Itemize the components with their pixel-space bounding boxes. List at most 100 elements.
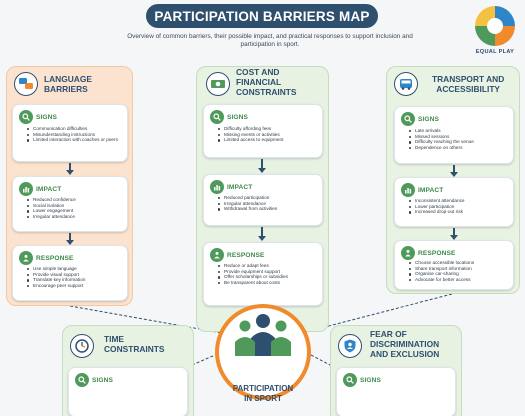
- list-item: Reduced confidence: [27, 197, 123, 203]
- equal-play-logo: [474, 5, 516, 47]
- title-line: COST AND: [236, 67, 280, 77]
- cost-response-card: RESPONSE Reduce or adapt fees Provide eq…: [203, 242, 323, 306]
- language-response-card: RESPONSE Use simple language Provide vis…: [12, 245, 128, 301]
- list-item: Limited interaction with coaches or peer…: [27, 137, 123, 143]
- list-item: Increased drop-out risk: [409, 209, 509, 215]
- title-line: TRANSPORT AND: [432, 74, 505, 84]
- people-icon: [19, 251, 33, 265]
- bus-icon: [394, 72, 418, 96]
- list-item: Lower engagement: [27, 208, 123, 214]
- list-item: Late arrivals: [409, 128, 509, 134]
- center-label-line: IN SPORT: [244, 394, 282, 403]
- language-signs-card: SIGNS Communication difficulties Misunde…: [12, 104, 128, 162]
- impact-label: IMPACT: [36, 185, 62, 193]
- arrow-down-icon: [258, 227, 266, 241]
- title-line: AND EXCLUSION: [370, 349, 440, 359]
- list-item: Communication difficulties: [27, 126, 123, 132]
- signs-label: SIGNS: [418, 115, 440, 123]
- list-item: Provide equipment support: [218, 269, 318, 275]
- response-label: RESPONSE: [227, 251, 265, 259]
- title-line: ACCESSIBILITY: [436, 84, 501, 94]
- arrow-down-icon: [66, 163, 74, 175]
- search-icon: [210, 110, 224, 124]
- list-item: Withdrawal from activities: [218, 206, 318, 212]
- title-line: CONSTRAINTS: [104, 344, 165, 354]
- arrow-down-icon: [258, 159, 266, 173]
- bar-chart-icon: [210, 180, 224, 194]
- language-response-list: Use simple language Provide visual suppo…: [27, 266, 123, 289]
- search-icon: [401, 112, 415, 126]
- search-icon: [19, 110, 33, 124]
- money-icon: [206, 72, 230, 96]
- list-item: Inconsistent attendance: [409, 198, 509, 204]
- response-label: RESPONSE: [418, 249, 456, 257]
- cost-signs-card: SIGNS Difficulty affording fees Missing …: [203, 104, 323, 158]
- transport-signs-list: Late arrivals Missed sessions Difficulty…: [409, 128, 509, 151]
- impact-label: IMPACT: [227, 183, 253, 191]
- center-label-line: PARTICIPATION: [232, 384, 294, 393]
- bar-chart-icon: [401, 183, 415, 197]
- impact-label: IMPACT: [418, 186, 444, 194]
- language-impact-list: Reduced confidence Social isolation Lowe…: [27, 197, 123, 220]
- page-subtitle: Overview of common barriers, their possi…: [127, 33, 413, 48]
- language-barriers-title: LANGUAGE BARRIERS: [44, 74, 92, 94]
- transport-barriers-title: TRANSPORT AND ACCESSIBILITY: [432, 74, 504, 94]
- shield-people-icon: [338, 334, 362, 358]
- list-item: Difficulty affording fees: [218, 126, 318, 132]
- arrow-down-icon: [66, 233, 74, 245]
- list-item: Limited access to equipment: [218, 137, 318, 143]
- list-item: Missing events or activities: [218, 132, 318, 138]
- list-item: Reduce or adapt fees: [218, 263, 318, 269]
- list-item: Advocate for better access: [409, 277, 509, 283]
- arrow-down-icon: [450, 228, 458, 240]
- team-people-icon: [235, 314, 291, 356]
- signs-label: SIGNS: [360, 376, 382, 384]
- cost-impact-list: Reduced participation Irregular attendan…: [218, 195, 318, 212]
- search-icon: [75, 373, 89, 387]
- list-item: Translate key information: [27, 277, 123, 283]
- cost-impact-card: IMPACT Reduced participation Irregular a…: [203, 174, 323, 226]
- list-item: Social isolation: [27, 203, 123, 209]
- cost-barriers-title: COST AND FINANCIAL CONSTRAINTS: [236, 67, 297, 97]
- center-label: PARTICIPATION IN SPORT: [222, 384, 304, 404]
- time-signs-card: SIGNS: [68, 367, 188, 416]
- list-item: Reduced participation: [218, 195, 318, 201]
- list-item: Irregular attendance: [27, 214, 123, 220]
- language-signs-list: Communication difficulties Misunderstand…: [27, 126, 123, 143]
- arrow-down-icon: [450, 165, 458, 177]
- list-item: Be transparent about costs: [218, 280, 318, 286]
- list-item: Offer scholarships or subsidies: [218, 274, 318, 280]
- title-line: BARRIERS: [44, 84, 88, 94]
- logo-text: EQUAL PLAY: [475, 49, 515, 55]
- page-title: PARTICIPATION BARRIERS MAP: [146, 4, 378, 28]
- signs-label: SIGNS: [227, 113, 249, 121]
- transport-impact-list: Inconsistent attendance Lower participat…: [409, 198, 509, 215]
- title-line: LANGUAGE: [44, 74, 92, 84]
- transport-signs-card: SIGNS Late arrivals Missed sessions Diff…: [394, 106, 514, 164]
- cost-signs-list: Difficulty affording fees Missing events…: [218, 126, 318, 143]
- title-line: TIME: [104, 334, 125, 344]
- fear-signs-card: SIGNS: [336, 367, 456, 416]
- time-constraints-title: TIME CONSTRAINTS: [104, 334, 165, 354]
- title-line: FEAR OF: [370, 329, 407, 339]
- title-line: FINANCIAL: [236, 77, 282, 87]
- speech-bubbles-icon: [14, 72, 38, 96]
- title-line: DISCRIMINATION: [370, 339, 440, 349]
- title-line: CONSTRAINTS: [236, 87, 297, 97]
- list-item: Lower participation: [409, 204, 509, 210]
- transport-response-card: RESPONSE Choose accessible locations Sha…: [394, 240, 514, 290]
- list-item: Misunderstanding instructions: [27, 132, 123, 138]
- list-item: Irregular attendance: [218, 201, 318, 207]
- list-item: Use simple language: [27, 266, 123, 272]
- search-icon: [343, 373, 357, 387]
- language-impact-card: IMPACT Reduced confidence Social isolati…: [12, 176, 128, 232]
- clock-icon: [70, 334, 94, 358]
- discrimination-title: FEAR OF DISCRIMINATION AND EXCLUSION: [370, 329, 439, 359]
- cost-response-list: Reduce or adapt fees Provide equipment s…: [218, 263, 318, 286]
- signs-label: SIGNS: [92, 376, 114, 384]
- transport-response-list: Choose accessible locations Share transp…: [409, 260, 509, 283]
- people-icon: [210, 248, 224, 262]
- transport-impact-card: IMPACT Inconsistent attendance Lower par…: [394, 177, 514, 227]
- list-item: Share transport information: [409, 266, 509, 272]
- list-item: Provide visual support: [27, 272, 123, 278]
